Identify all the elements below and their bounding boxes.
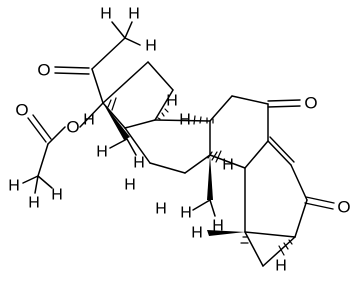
stereo-h-c14: H (166, 93, 178, 110)
heteroatom-labels: O O O O O (15, 61, 350, 217)
methyl-c19-h3: H (212, 218, 224, 235)
ketone-oxygen-c3: O (337, 198, 350, 217)
stereo-h-c9: H (222, 157, 234, 174)
methyl-c18-h1: H (96, 144, 108, 161)
methyl-c19-h1: H (155, 201, 167, 218)
methyl-c18-h2: H (124, 177, 136, 194)
ketone-oxygen-c7: O (304, 94, 317, 113)
stereo-h-c2: H (275, 258, 287, 275)
methyl-c21-h1: H (100, 6, 112, 23)
methyl-acetyl-h2: H (28, 195, 40, 212)
stereo-h-c8: H (179, 112, 191, 129)
methyl-c21-h3: H (145, 38, 157, 55)
methyl-c19-h2: H (180, 205, 192, 222)
stereo-h-c1: H (191, 225, 203, 242)
methyl-hydrogen-labels: H H H H H H H H H H H H (8, 6, 224, 235)
methyl-c18-h3: H (133, 155, 145, 172)
stereo-hydrogen-labels: H H H H H H (83, 93, 287, 275)
ester-oxygen: O (66, 118, 79, 137)
methyl-acetyl-h1: H (8, 178, 20, 195)
skeleton-bonds (27, 37, 335, 267)
acetyl-carbonyl-oxygen: O (15, 101, 28, 120)
methyl-c21-h2: H (128, 6, 140, 23)
methyl-acetyl-h3: H (51, 187, 63, 204)
ketone-oxygen-c20: O (37, 61, 50, 80)
stereo-hash-bonds (107, 97, 293, 256)
methyl-hydrogen-bonds (22, 21, 216, 217)
stereo-wedges (103, 103, 245, 236)
stereo-h-c17: H (83, 112, 95, 129)
